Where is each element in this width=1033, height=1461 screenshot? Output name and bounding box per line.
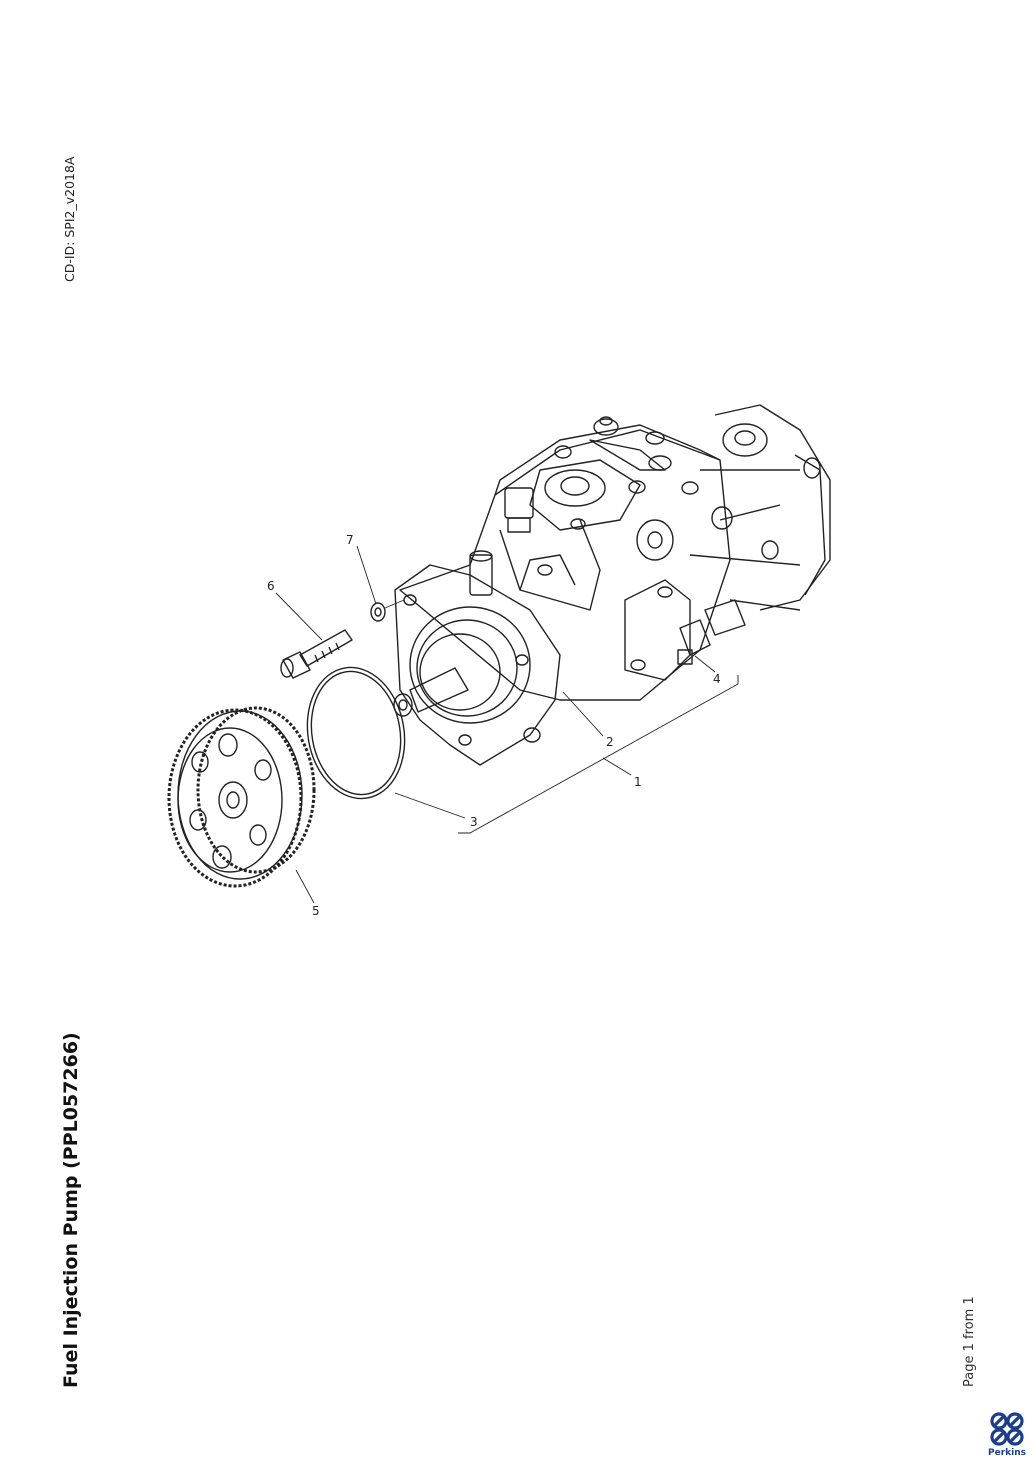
perkins-logo-icon xyxy=(990,1412,1024,1446)
callout-2: 2 xyxy=(606,735,614,749)
mounting-flange xyxy=(393,564,561,766)
o-ring xyxy=(306,666,406,800)
callout-6: 6 xyxy=(267,579,275,593)
washer xyxy=(370,602,386,622)
callout-3: 3 xyxy=(470,815,478,829)
injection-pump-body xyxy=(399,404,831,701)
callout-4: 4 xyxy=(713,672,721,686)
brand-name: Perkins xyxy=(988,1448,1026,1458)
callout-1: 1 xyxy=(634,775,642,789)
callout-5: 5 xyxy=(312,904,320,918)
drive-gear xyxy=(167,706,316,888)
leader-lines xyxy=(275,545,739,904)
callout-7: 7 xyxy=(346,533,354,547)
mounting-bolt xyxy=(280,629,353,679)
